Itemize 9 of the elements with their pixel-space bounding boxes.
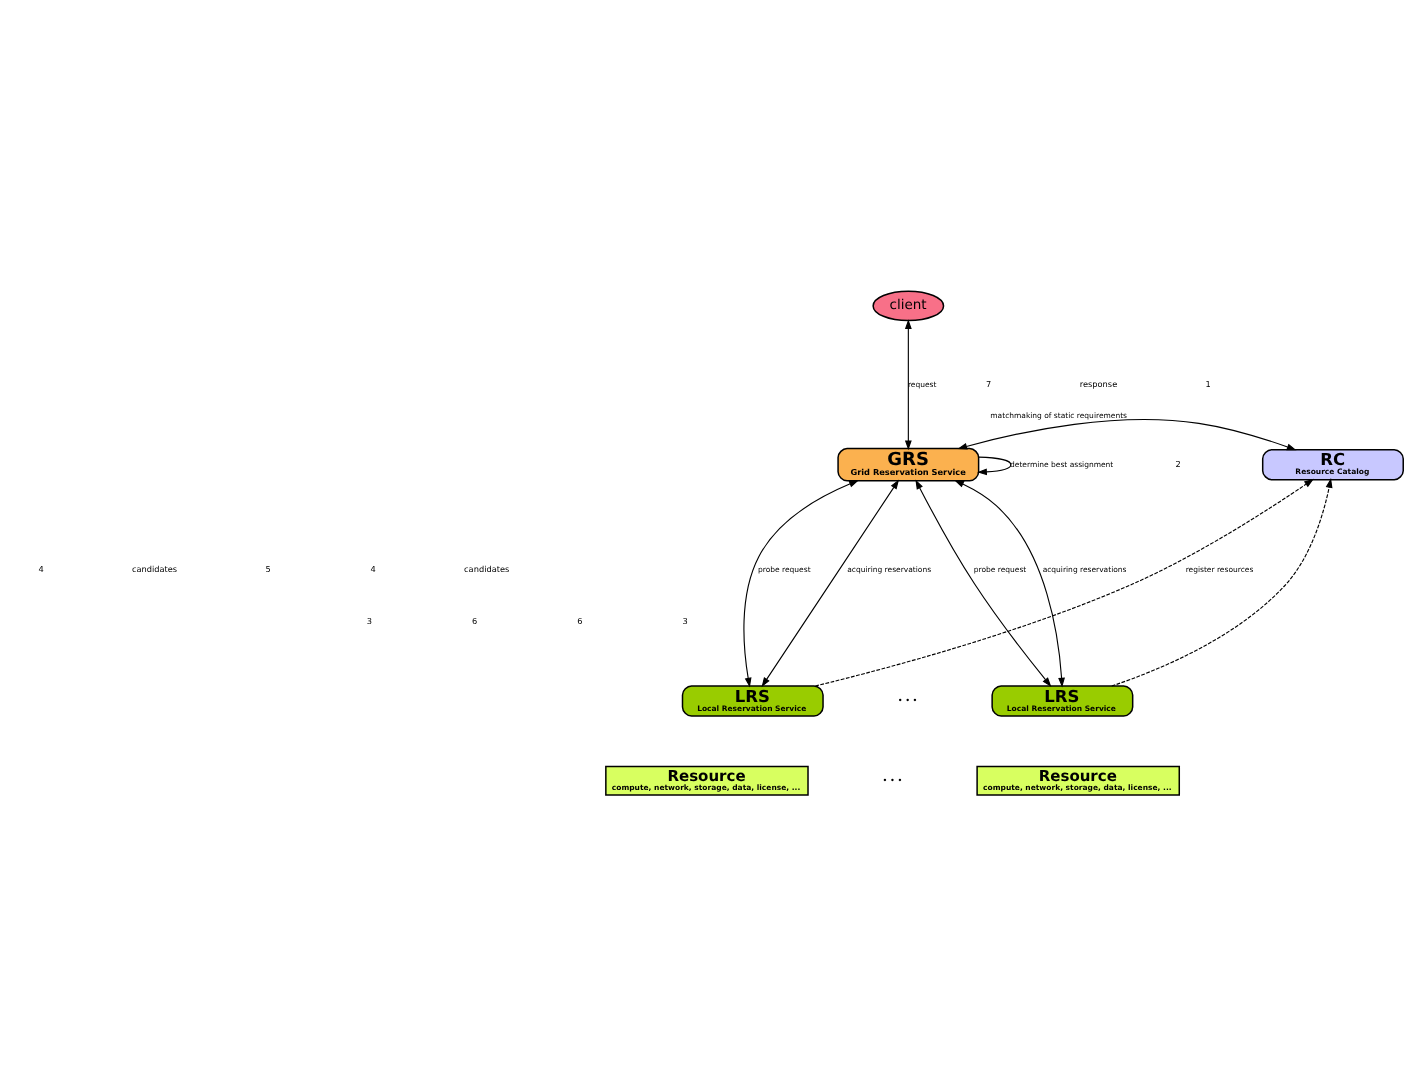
- arrow: [977, 455, 1012, 475]
- arrow: [1111, 477, 1333, 686]
- arrow: [957, 418, 1297, 450]
- arrow: [743, 479, 859, 687]
- arrow: [915, 478, 1052, 687]
- arrow: [814, 477, 1314, 686]
- arrow: [954, 479, 1065, 687]
- arrow: [904, 318, 912, 450]
- arrow: [761, 478, 900, 687]
